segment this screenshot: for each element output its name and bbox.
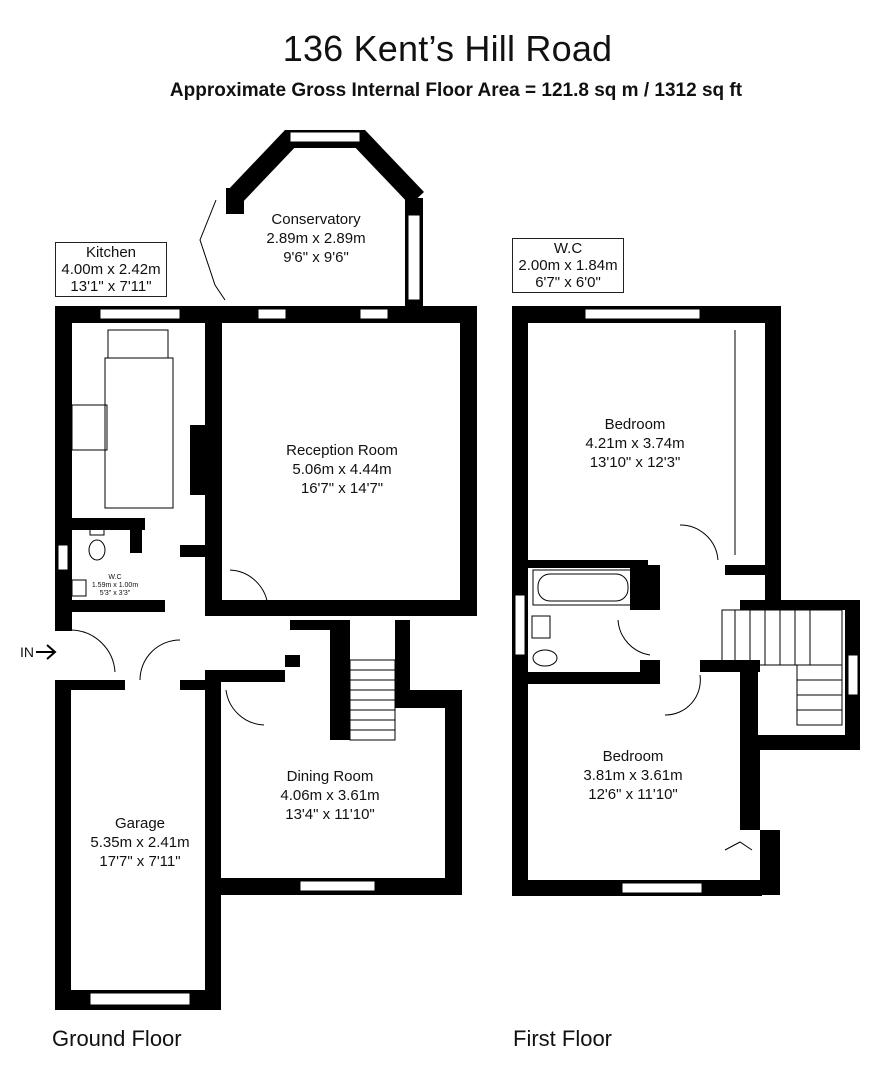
entrance-label: IN	[20, 644, 34, 660]
dining-right-wall	[445, 690, 462, 895]
dining-room-label: Dining Room 4.06m x 3.61m 13'4" x 11'10"	[280, 768, 380, 823]
ground-floor-windows	[57, 131, 421, 1006]
bedroom-one-label: Bedroom 4.21m x 3.74m 13'10" x 12'3"	[585, 416, 685, 471]
conservatory-left-diag-wall	[226, 130, 300, 205]
kitchen-label: Kitchen 4.00m x 2.42m 13'1" x 7'11"	[55, 242, 167, 297]
reception-bottom-wall	[205, 600, 477, 616]
reception-room-label: Reception Room 5.06m x 4.44m 16'7" x 14'…	[286, 442, 398, 497]
first-right-wall	[765, 306, 781, 606]
ground-floor-fixtures	[71, 199, 396, 741]
garage-label: Garage 5.35m x 2.41m 17'7" x 7'11"	[90, 815, 190, 870]
garage-left-wall	[55, 680, 71, 1010]
entrance-arrow-icon	[36, 644, 57, 660]
reception-right-wall	[460, 306, 477, 616]
first-floor-label: First Floor	[513, 1026, 612, 1051]
kitchen-reception-partition	[205, 306, 222, 611]
ground-wc-label: W.C 1.59m x 1.00m 5'3" x 3'3"	[91, 574, 139, 597]
first-floor-windows	[514, 308, 859, 894]
ground-floor-label: Ground Floor	[52, 1026, 182, 1051]
ground-left-wall	[55, 306, 72, 631]
first-wc-label: W.C 2.00m x 1.84m 6'7" x 6'0"	[512, 238, 624, 293]
floor-area-summary: Approximate Gross Internal Floor Area = …	[169, 80, 743, 101]
conservatory-right-diag-wall	[350, 130, 424, 205]
plan-title: 136 Kent’s Hill Road	[282, 28, 613, 69]
conservatory-label: Conservatory 2.89m x 2.89m 9'6" x 9'6"	[266, 211, 366, 266]
first-floor-fixtures	[531, 330, 843, 851]
garage-right-wall	[205, 670, 221, 1010]
bedroom-two-label: Bedroom 3.81m x 3.61m 12'6" x 11'10"	[583, 748, 683, 803]
